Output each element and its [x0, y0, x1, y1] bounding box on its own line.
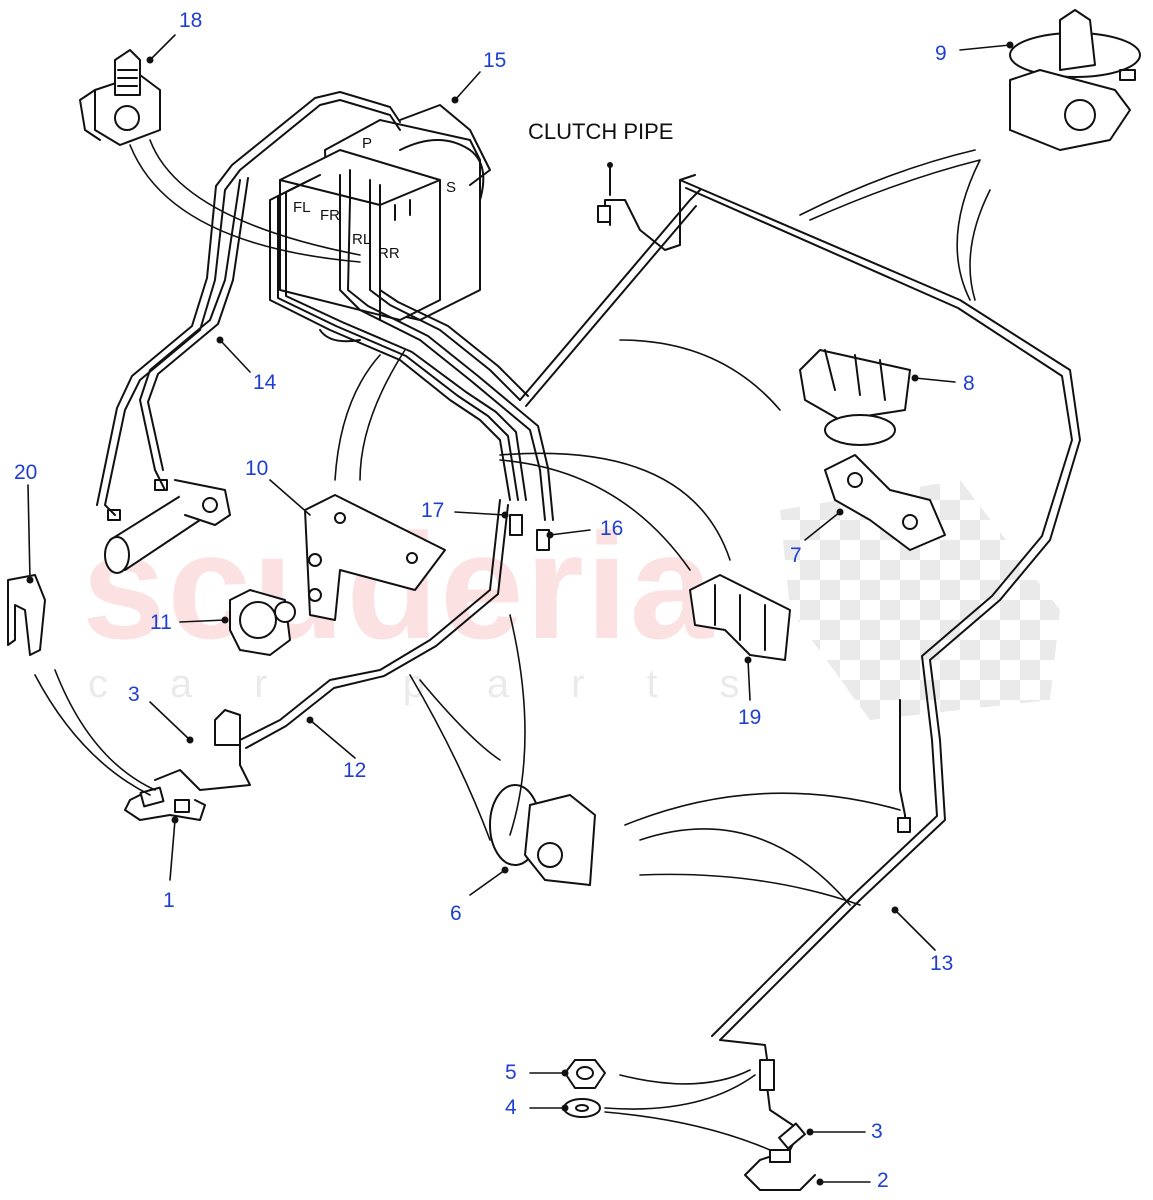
callout-2: 2: [877, 1169, 889, 1192]
pipe-15: [96, 91, 491, 516]
callout-1: 1: [163, 889, 175, 912]
bracket-7: [824, 454, 946, 551]
callout-17: 17: [421, 499, 445, 522]
clip-11: [229, 589, 296, 656]
nut-5: [564, 1059, 606, 1089]
callout-15: 15: [483, 49, 507, 72]
clip-8: [799, 349, 911, 446]
callout-20: 20: [14, 461, 38, 484]
bracket-10: [304, 494, 446, 621]
callout-3-front: 3: [128, 683, 140, 706]
abs-port-fl: FL: [293, 199, 311, 216]
abs-port-rr: RR: [378, 245, 400, 262]
abs-port-fr: FR: [320, 207, 340, 224]
leader-curves: [34, 139, 991, 1151]
master-cylinder: [104, 479, 231, 574]
clip-18: [79, 49, 161, 146]
callout-3-rear: 3: [871, 1120, 883, 1143]
callout-5: 5: [505, 1061, 517, 1084]
callout-12: 12: [343, 759, 367, 782]
clip-20: [7, 574, 46, 656]
clutch-pipe: [597, 164, 696, 251]
front-hose-assembly: [124, 786, 206, 821]
callout-10: 10: [245, 457, 269, 480]
abs-modulator: [279, 119, 485, 343]
leader-dots: [26, 41, 1014, 1186]
callout-14: 14: [253, 371, 277, 394]
callout-9: 9: [935, 42, 947, 65]
abs-port-rl: RL: [352, 231, 371, 248]
clutch-pipe-label: CLUTCH PIPE: [528, 119, 674, 144]
pipe-unions: [509, 514, 550, 551]
pipe-14: [139, 177, 249, 491]
callout-4: 4: [505, 1096, 517, 1119]
clip-9: [1009, 9, 1141, 151]
callout-16: 16: [600, 517, 624, 540]
washer-4: [563, 1098, 601, 1118]
callout-19: 19: [738, 706, 762, 729]
callout-18: 18: [179, 9, 203, 32]
pipe-12: [154, 499, 509, 791]
callout-8: 8: [963, 372, 975, 395]
abs-port-p: P: [362, 135, 372, 152]
abs-port-s: S: [446, 179, 456, 196]
callout-7: 7: [790, 544, 802, 567]
callout-6: 6: [450, 902, 462, 925]
callout-13: 13: [930, 952, 954, 975]
clip-6: [489, 784, 596, 886]
abs-pipe-bundle: [269, 169, 554, 521]
callout-leaders: [27, 34, 1011, 1183]
rear-hose-assembly: [744, 1059, 816, 1191]
checkered-flag-watermark: [780, 480, 1060, 720]
callout-11: 11: [150, 611, 172, 634]
pipe-13: [519, 179, 1081, 1081]
clip-19: [689, 574, 791, 661]
